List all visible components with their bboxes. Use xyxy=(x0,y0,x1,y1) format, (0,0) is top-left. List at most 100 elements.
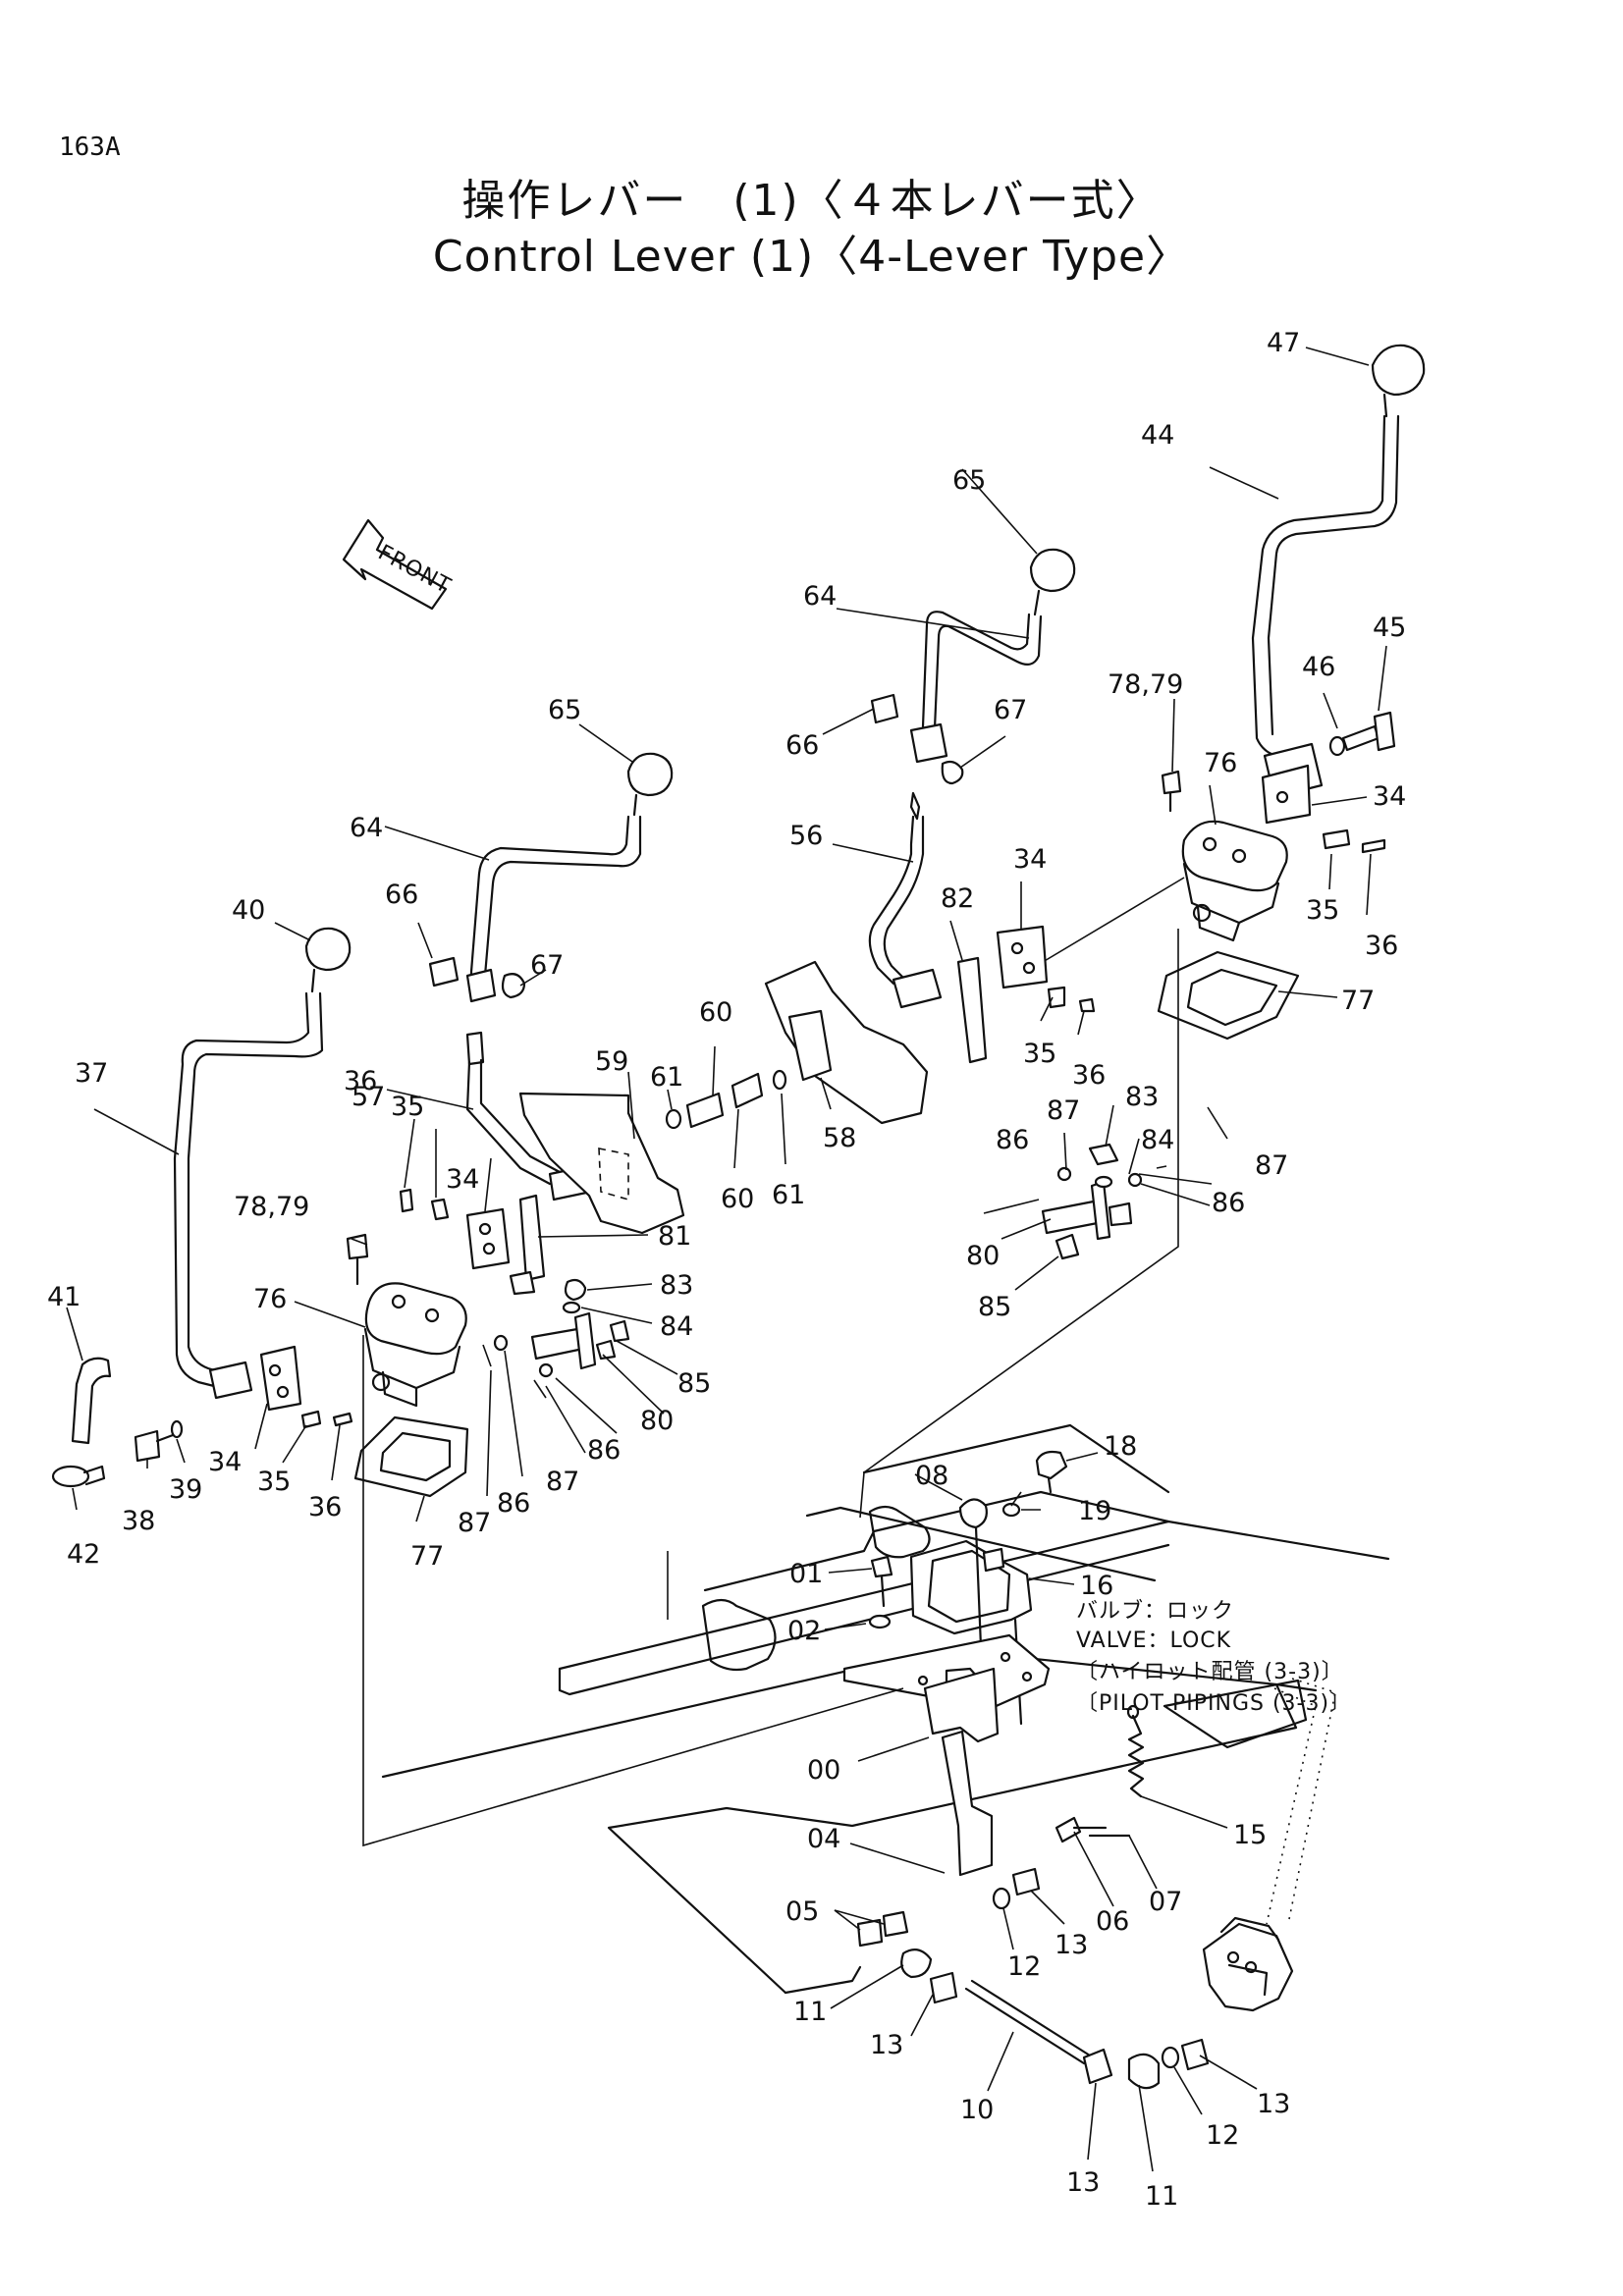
callout-78-79-right: 78,79 xyxy=(1108,669,1183,700)
callout-87-middle: 87 xyxy=(1047,1095,1080,1126)
callout-11-left: 11 xyxy=(793,1997,827,2027)
callout-80-middle: 80 xyxy=(966,1241,1000,1271)
callout-67-middle: 67 xyxy=(994,695,1027,725)
callout-41: 41 xyxy=(47,1282,81,1312)
callout-84-left: 84 xyxy=(660,1311,693,1342)
callout-12-bottom: 12 xyxy=(1206,2120,1239,2151)
valve-note-en: VALVE：LOCK xyxy=(1076,1629,1231,1653)
callout-80-left: 80 xyxy=(640,1406,674,1436)
callout-76-left: 76 xyxy=(253,1284,287,1314)
callout-66-left: 66 xyxy=(385,880,418,910)
callout-86-middle: 86 xyxy=(996,1125,1029,1155)
callout-65-middle: 65 xyxy=(952,465,986,496)
callout-18: 18 xyxy=(1104,1431,1137,1462)
callout-13-upper: 13 xyxy=(1055,1930,1088,1960)
callout-35-left-upper: 35 xyxy=(391,1092,424,1122)
page-code: 163A xyxy=(59,133,121,162)
callout-56: 56 xyxy=(789,821,823,851)
callout-35-right: 35 xyxy=(1306,895,1339,926)
callout-15: 15 xyxy=(1233,1820,1267,1850)
callout-60-upper: 60 xyxy=(699,997,732,1028)
floor-and-lock-valve xyxy=(362,929,1390,2172)
callout-11-bottom: 11 xyxy=(1145,2181,1178,2212)
callout-00: 00 xyxy=(807,1755,840,1786)
middle-right-lever-assembly xyxy=(822,468,1213,1291)
callout-36-right: 36 xyxy=(1365,931,1398,961)
callout-10: 10 xyxy=(960,2095,994,2125)
callout-19: 19 xyxy=(1078,1496,1111,1526)
callout-labels: 47 44 45 46 34 35 36 78,79 76 77 65 64 6… xyxy=(47,328,1406,2212)
callout-34-left-upper: 34 xyxy=(446,1164,479,1195)
title-english: Control Lever (1)〈4-Lever Type〉 xyxy=(432,232,1191,282)
callout-44: 44 xyxy=(1141,420,1174,451)
callout-57: 57 xyxy=(352,1082,385,1112)
callout-61-lower: 61 xyxy=(772,1180,805,1210)
callout-12-upper: 12 xyxy=(1007,1951,1041,1982)
callout-60-lower: 60 xyxy=(721,1184,754,1214)
callout-59: 59 xyxy=(595,1046,628,1077)
callout-34-middle: 34 xyxy=(1013,844,1047,875)
callout-85-middle: 85 xyxy=(978,1292,1011,1322)
callout-42: 42 xyxy=(67,1539,100,1570)
left-lever-assembly xyxy=(51,922,678,1522)
left-middle-lever-assembly xyxy=(384,723,929,1235)
callout-64-left: 64 xyxy=(350,813,383,843)
callout-01: 01 xyxy=(789,1559,823,1589)
callout-86-left-right: 86 xyxy=(587,1435,621,1466)
callout-83-middle: 83 xyxy=(1125,1082,1159,1112)
callout-13-right: 13 xyxy=(1257,2089,1290,2119)
callout-82: 82 xyxy=(941,883,974,914)
callout-45: 45 xyxy=(1373,613,1406,643)
callout-76-right: 76 xyxy=(1204,748,1237,778)
callout-40: 40 xyxy=(232,895,265,926)
callout-39: 39 xyxy=(169,1474,202,1505)
callout-46: 46 xyxy=(1302,652,1335,682)
callout-36-left-lower: 36 xyxy=(308,1492,342,1522)
callout-37: 37 xyxy=(75,1058,108,1089)
front-arrow-icon: FRONT xyxy=(342,518,456,611)
callout-87-left-right: 87 xyxy=(546,1467,579,1497)
callout-02: 02 xyxy=(787,1616,821,1646)
valve-note-jp: バルブ：ロック xyxy=(1076,1599,1234,1624)
callout-77-right: 77 xyxy=(1341,986,1375,1016)
callout-47: 47 xyxy=(1267,328,1300,358)
callout-58: 58 xyxy=(823,1123,856,1153)
callout-04: 04 xyxy=(807,1824,840,1854)
callout-78-79-left: 78,79 xyxy=(234,1192,309,1222)
callout-86-middle-right: 86 xyxy=(1212,1188,1245,1218)
callout-86-left: 86 xyxy=(497,1488,530,1519)
callout-87-left: 87 xyxy=(458,1508,491,1538)
callout-85-left: 85 xyxy=(677,1368,711,1399)
pilot-piping-note-jp: 〔ハイロット配管 (3-3)〕 xyxy=(1076,1660,1344,1684)
callout-66-middle: 66 xyxy=(785,730,819,761)
callout-34-right: 34 xyxy=(1373,781,1406,812)
callout-64-middle: 64 xyxy=(803,581,837,612)
callout-07: 07 xyxy=(1149,1887,1182,1917)
pilot-piping-note-en: 〔PILOT PIPINGS (3-3)〕 xyxy=(1076,1691,1352,1716)
callout-36-left-upper: 36 xyxy=(344,1066,377,1096)
callout-81: 81 xyxy=(658,1221,691,1252)
callout-06: 06 xyxy=(1096,1906,1129,1937)
front-label: FRONT xyxy=(374,541,456,600)
callout-87-middle-right: 87 xyxy=(1255,1150,1288,1181)
callout-35-middle: 35 xyxy=(1023,1039,1056,1069)
right-lever-assembly xyxy=(1032,344,1426,1041)
callout-36-middle: 36 xyxy=(1072,1060,1106,1091)
callout-83-left: 83 xyxy=(660,1270,693,1301)
valve-lock-note: バルブ：ロック VALVE：LOCK 〔ハイロット配管 (3-3)〕 〔PILO… xyxy=(1076,1599,1352,1716)
callout-13-left: 13 xyxy=(870,2030,903,2060)
callout-35-left-lower: 35 xyxy=(257,1467,291,1497)
callout-84-middle: 84 xyxy=(1141,1125,1174,1155)
callout-65-left: 65 xyxy=(548,695,581,725)
callout-38: 38 xyxy=(122,1506,155,1536)
callout-05: 05 xyxy=(785,1896,819,1927)
callout-34-left-lower: 34 xyxy=(208,1447,242,1477)
callout-13-bottom: 13 xyxy=(1066,2167,1100,2198)
callout-67-left: 67 xyxy=(530,950,564,981)
callout-16: 16 xyxy=(1080,1571,1113,1601)
callout-77-left: 77 xyxy=(410,1541,444,1572)
title-japanese: 操作レバー (1)〈４本レバー式〉 xyxy=(461,176,1162,226)
callout-08: 08 xyxy=(915,1461,948,1491)
